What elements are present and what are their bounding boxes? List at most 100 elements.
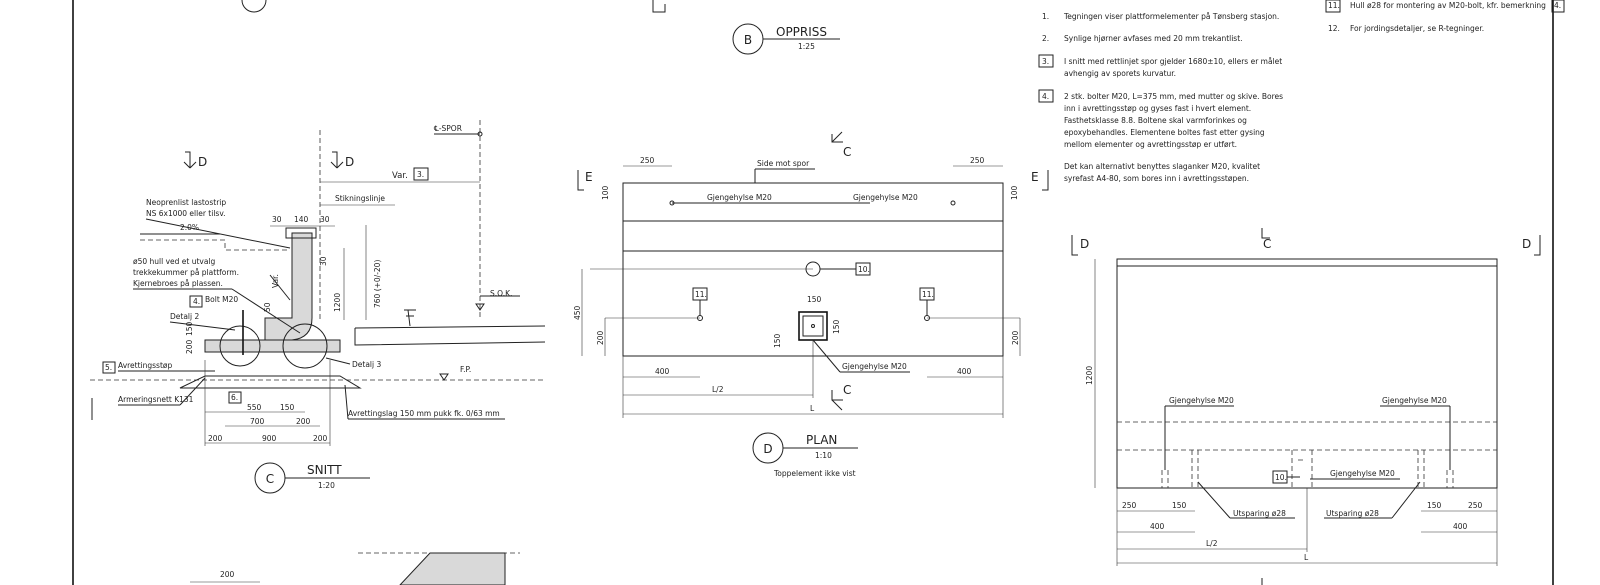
detail-fragment — [399, 552, 506, 585]
dim-label: 200 — [208, 434, 223, 443]
dim-label: 1200 — [333, 293, 342, 312]
view-scale: 1:20 — [318, 481, 335, 490]
dim-label: 30 — [320, 215, 330, 224]
dim-label: 400 — [655, 367, 670, 376]
dim-label: 200 — [220, 570, 235, 579]
dim-label: 30 — [319, 256, 328, 266]
gjengehylse-label: Gjengehylse M20 — [853, 193, 918, 202]
gjengehylse-label: Gjengehylse M20 — [707, 193, 772, 202]
ref-number: 3. — [417, 170, 424, 179]
note-text: syrefast A4-80, som bores inn i avrettin… — [1064, 174, 1249, 183]
section-mark-e: E — [585, 170, 593, 184]
elevation-view-oppriss: D C D 1200 Gjengehylse M20 Gjengehylse M… — [1071, 228, 1541, 585]
ground-top — [354, 325, 546, 329]
ref-number: 10. — [1275, 473, 1287, 482]
dim-label: 550 — [247, 403, 262, 412]
dim-label: 140 — [294, 215, 309, 224]
section-mark-d: D — [345, 155, 354, 169]
dim-label: 200 — [1011, 330, 1020, 345]
dim-label: 30 — [272, 215, 282, 224]
dim-label: 250 — [640, 156, 655, 165]
dim-label: L/2 — [1206, 539, 1218, 548]
detalj-label: Detalj 3 — [352, 360, 381, 369]
dim-label: 150 — [773, 333, 782, 348]
gjengehylse-label: Gjengehylse M20 — [1330, 469, 1395, 478]
section-arrow-d — [1071, 235, 1078, 256]
view-subtitle: Toppelement ikke vist — [773, 469, 856, 478]
detail-2-circle — [219, 325, 261, 367]
note-text: Synlige hjørner avfases med 20 mm trekan… — [1064, 34, 1243, 43]
bolt-label: Bolt M20 — [205, 295, 238, 304]
dim-label: 150 — [1427, 501, 1442, 510]
view-title-oppriss: B OPPRISS 1:25 — [732, 23, 840, 55]
ref-number: 11. — [922, 290, 934, 299]
view-letter: C — [266, 472, 274, 486]
utsparing-label: Utsparing ø28 — [1233, 509, 1286, 518]
dim-var-label: Var. — [392, 171, 408, 181]
dim-label: 400 — [957, 367, 972, 376]
detalj-label: Detalj 2 — [170, 312, 199, 321]
platform-element-wall — [264, 232, 313, 341]
ref-number: 5. — [105, 363, 112, 372]
section-mark-c: C — [843, 383, 851, 397]
elevation-element-outline — [1116, 258, 1498, 489]
side-mot-spor-label: Side mot spor — [757, 159, 810, 168]
slope-label: 2.0% — [180, 223, 199, 232]
section-arrow-d — [1534, 235, 1541, 256]
stikningslinje-label: Stikningslinje — [335, 194, 385, 203]
ground-body — [354, 328, 546, 346]
track-centerline-label: ℄-SPOR — [434, 124, 462, 133]
dim-label: 250 — [1468, 501, 1483, 510]
plan-element-outline — [622, 182, 1004, 357]
dim-label: 200 — [313, 434, 328, 443]
note-text: For jordingsdetaljer, se R-tegninger. — [1350, 24, 1484, 33]
fp-label: F.P. — [460, 365, 471, 374]
dim-label: 150 — [1172, 501, 1187, 510]
section-arrow-c — [831, 131, 843, 143]
note-text: mellom elementer og avrettingsstøp er ut… — [1064, 140, 1237, 149]
ref-number: 11. — [695, 290, 707, 299]
hull-label: trekkekummer på plattform. — [133, 268, 239, 277]
armering-label: Armeringsnett K131 — [118, 395, 194, 404]
note-text: inn i avrettingsstøp og gyses fast i hve… — [1064, 104, 1251, 113]
view-letter: D — [763, 442, 772, 456]
section-mark-d: D — [1522, 237, 1531, 251]
cut-view-marker — [241, 0, 267, 13]
note-text: 2 stk. bolter M20, L=375 mm, med mutter … — [1064, 92, 1283, 101]
dim-label: 50 — [263, 302, 272, 312]
dim-label: 200 — [596, 330, 605, 345]
note-text: Hull ø28 for montering av M20-bolt, kfr.… — [1350, 1, 1546, 10]
section-arrow-top — [652, 0, 666, 13]
section-mark-c: C — [843, 145, 851, 159]
general-notes: 1. Tegningen viser plattformelementer på… — [1038, 0, 1565, 183]
avrettingslag-label: Avrettingslag 150 mm pukk fk. 0/63 mm — [348, 409, 500, 418]
ref-number: 6. — [231, 393, 238, 402]
dim-label: 100 — [1010, 185, 1019, 200]
note-number: 4. — [1042, 92, 1049, 101]
note-number: 3. — [1042, 57, 1049, 66]
dim-label: 400 — [1453, 522, 1468, 531]
detail-3-circle — [282, 323, 328, 369]
sok-label: S.O.K. — [490, 289, 512, 298]
gjengehylse-label: Gjengehylse M20 — [1169, 396, 1234, 405]
note-number: 1. — [1042, 12, 1049, 21]
note-number: 12. — [1328, 24, 1340, 33]
view-title: OPPRISS — [776, 25, 827, 39]
section-arrow-d — [183, 151, 197, 169]
view-scale: 1:25 — [798, 42, 815, 51]
dim-label: L — [1304, 553, 1309, 562]
note-number: 11. — [1328, 1, 1340, 10]
section-mark-d: D — [1080, 237, 1089, 251]
dim-label: 200 — [296, 417, 311, 426]
note-text: Fasthetsklasse 8.8. Boltene skal varmfor… — [1064, 116, 1247, 125]
dim-label: 250 — [970, 156, 985, 165]
note-number: 2. — [1042, 34, 1049, 43]
section-arrow-e — [577, 170, 584, 191]
note-ref: 4. — [1554, 1, 1561, 10]
plan-view: C E E Side mot spor 250 250 100 100 Gjen… — [573, 131, 1049, 478]
platform-element-foot — [204, 339, 341, 353]
note-text: epoxybehandles. Elementene boltes fast e… — [1064, 128, 1265, 137]
avretting-label: Avrettingsstøp — [118, 361, 172, 370]
neopren-label: NS 6x1000 eller tilsv. — [146, 209, 226, 218]
dim-label: 900 — [262, 434, 277, 443]
